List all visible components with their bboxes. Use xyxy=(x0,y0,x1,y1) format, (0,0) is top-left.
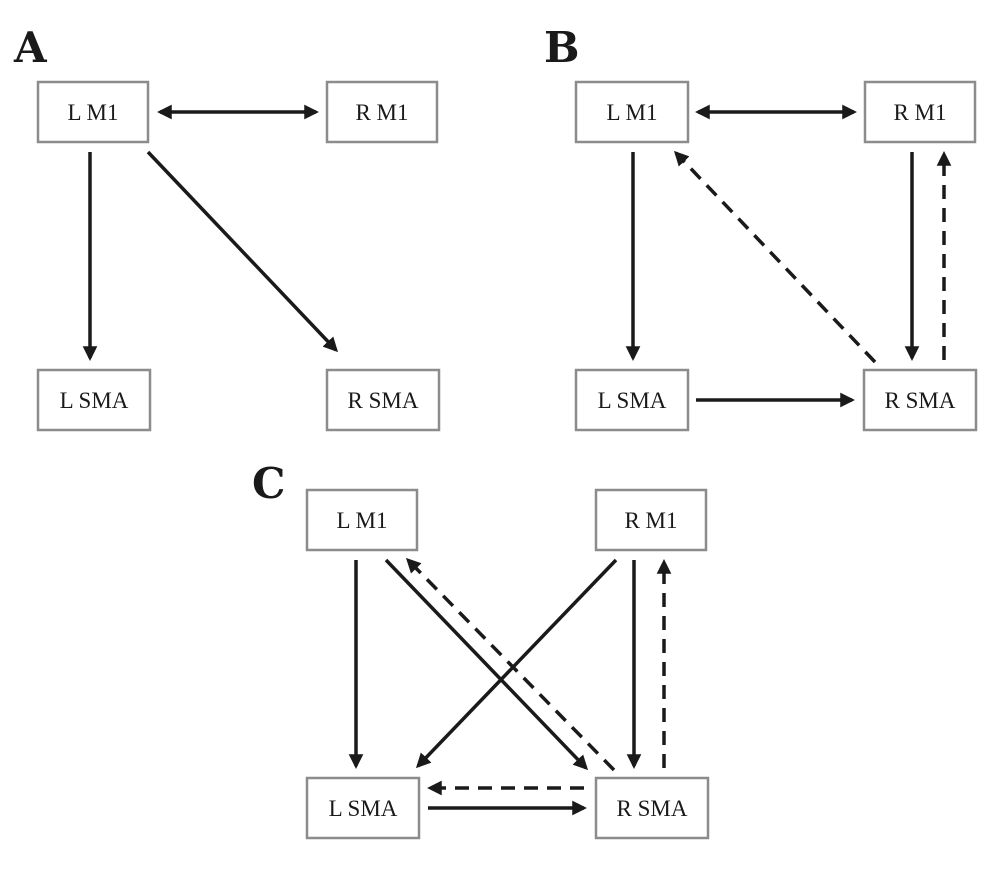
node-r-m1: R M1 xyxy=(863,80,977,144)
node-r-sma: R SMA xyxy=(594,776,710,840)
node-l-sma: L SMA xyxy=(574,368,690,432)
edge-rsma-to-lm1-dashed xyxy=(673,150,877,364)
panel-a-edges xyxy=(82,104,339,361)
node-label: R SMA xyxy=(348,388,419,413)
panel-letter-c: C xyxy=(252,459,285,508)
node-l-m1: L M1 xyxy=(305,488,419,552)
node-label: R M1 xyxy=(893,100,946,125)
node-label: R M1 xyxy=(624,508,677,533)
node-l-m1: L M1 xyxy=(36,80,150,144)
node-label: L M1 xyxy=(607,100,658,125)
node-r-sma: R SMA xyxy=(325,368,441,432)
node-label: R SMA xyxy=(617,796,688,821)
panel-c: C L M1 R M1 L SMA R SMA xyxy=(252,459,710,840)
edge-rm1-to-lsma-solid xyxy=(415,558,618,769)
panel-c-edges xyxy=(348,557,672,816)
node-label: R SMA xyxy=(885,388,956,413)
edge-lm1-to-rsma-solid xyxy=(146,150,339,353)
panel-a: A L M1 R M1 L SMA R SMA xyxy=(13,23,441,432)
panel-b: B L M1 R M1 L SMA R SMA xyxy=(544,23,978,432)
edge-lm1-to-rsma-solid xyxy=(384,558,589,771)
node-label: L SMA xyxy=(598,388,667,413)
node-r-m1: R M1 xyxy=(325,80,439,144)
node-r-sma: R SMA xyxy=(862,368,978,432)
node-label: L M1 xyxy=(337,508,388,533)
panel-b-edges xyxy=(625,104,952,408)
node-label: L SMA xyxy=(329,796,398,821)
node-label: L M1 xyxy=(68,100,119,125)
panel-letter-b: B xyxy=(544,23,580,72)
panel-letter-a: A xyxy=(13,23,48,72)
node-l-m1: L M1 xyxy=(574,80,690,144)
node-label: R M1 xyxy=(355,100,408,125)
node-l-sma: L SMA xyxy=(36,368,152,432)
edge-rsma-to-lm1-dashed xyxy=(405,557,616,772)
node-r-m1: R M1 xyxy=(594,488,708,552)
node-l-sma: L SMA xyxy=(305,776,421,840)
node-label: L SMA xyxy=(60,388,129,413)
